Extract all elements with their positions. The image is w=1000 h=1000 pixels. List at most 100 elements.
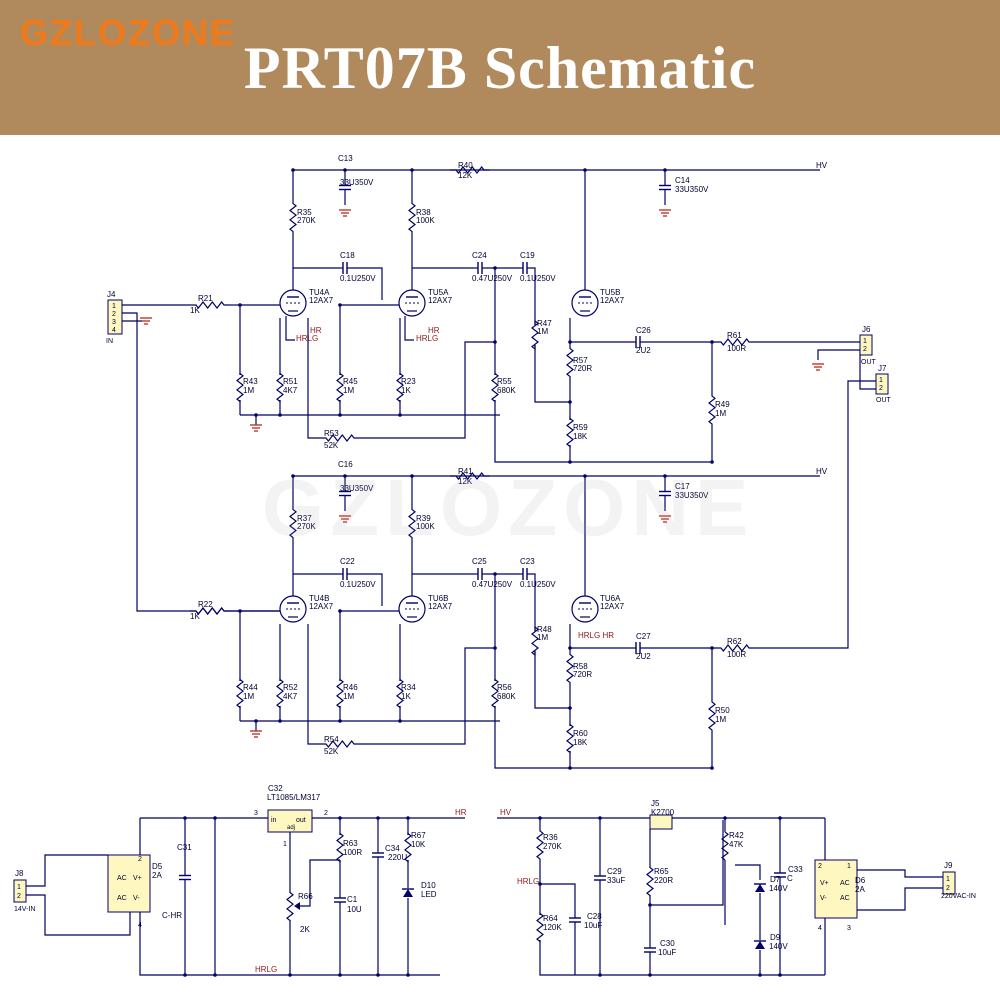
label: R60 bbox=[573, 729, 588, 738]
label: J4 bbox=[107, 290, 116, 299]
wire bbox=[859, 350, 876, 390]
junction-dot bbox=[778, 816, 782, 820]
wire bbox=[534, 345, 570, 403]
label: R35 bbox=[297, 208, 312, 217]
label: 0.1U250V bbox=[520, 274, 556, 283]
junction-dot bbox=[238, 609, 242, 613]
label: AC bbox=[117, 895, 127, 902]
label: 10U bbox=[347, 905, 362, 914]
label: C23 bbox=[520, 557, 535, 566]
label: R22 bbox=[198, 600, 213, 609]
resistor-symbol bbox=[336, 678, 344, 709]
label: HR bbox=[310, 326, 322, 335]
label: HRLG bbox=[517, 877, 539, 886]
resistor-symbol bbox=[408, 506, 416, 541]
resistor-symbol bbox=[289, 506, 297, 541]
junction-dot bbox=[410, 168, 414, 172]
label: 1 bbox=[283, 841, 287, 848]
junction-dot bbox=[376, 973, 380, 977]
wire bbox=[735, 864, 761, 880]
label: D10 bbox=[421, 881, 436, 890]
label: C24 bbox=[472, 251, 487, 260]
label: R50 bbox=[715, 706, 730, 715]
resistor-symbol bbox=[450, 166, 490, 174]
label: 2 bbox=[863, 346, 867, 353]
junction-dot bbox=[538, 882, 542, 886]
label: 4K7 bbox=[283, 386, 298, 395]
label: J8 bbox=[15, 869, 24, 878]
resistor-symbol bbox=[408, 200, 416, 235]
label: 1 bbox=[17, 884, 21, 891]
label: C17 bbox=[675, 482, 690, 491]
resistor-symbol bbox=[566, 651, 574, 686]
junction-dot bbox=[568, 400, 572, 404]
junction-dot bbox=[493, 572, 497, 576]
junction-dot bbox=[343, 474, 347, 478]
junction-dot bbox=[398, 413, 402, 417]
label: 220U bbox=[388, 853, 407, 862]
junction-dot bbox=[778, 973, 782, 977]
resistor-symbol bbox=[236, 372, 244, 403]
label: IN bbox=[106, 338, 113, 345]
label: TU4B bbox=[309, 594, 329, 603]
label: C31 bbox=[177, 843, 192, 852]
label: 140V bbox=[769, 884, 788, 893]
resistor-symbol bbox=[721, 831, 729, 861]
tube-b bbox=[398, 595, 426, 623]
junction-dot bbox=[278, 719, 282, 723]
junction-dot bbox=[338, 303, 342, 307]
label: 12AX7 bbox=[309, 602, 334, 611]
label: R67 bbox=[411, 831, 426, 840]
label: 12AX7 bbox=[428, 296, 453, 305]
junction-dot bbox=[291, 168, 295, 172]
label: 220VAC-IN bbox=[941, 893, 976, 900]
label: adj bbox=[287, 825, 295, 831]
label: R45 bbox=[343, 377, 358, 386]
resistor-symbol bbox=[336, 832, 344, 863]
junction-dot bbox=[493, 266, 497, 270]
label: D5 bbox=[152, 862, 163, 871]
label: 1M bbox=[715, 715, 726, 724]
junction-dot bbox=[648, 903, 652, 907]
label: LED bbox=[421, 890, 437, 899]
label: 0.1U250V bbox=[340, 274, 376, 283]
label: R49 bbox=[715, 400, 730, 409]
resistor-symbol bbox=[708, 701, 716, 731]
resistor-symbol bbox=[720, 644, 750, 652]
resistor-symbol bbox=[190, 607, 230, 615]
label: AC bbox=[840, 895, 850, 902]
wire bbox=[404, 316, 414, 341]
label: C30 bbox=[660, 939, 675, 948]
junction-dot bbox=[183, 816, 187, 820]
junction-dot bbox=[663, 168, 667, 172]
label: 10K bbox=[411, 840, 426, 849]
label: R52 bbox=[283, 683, 298, 692]
label: 1 bbox=[847, 863, 851, 870]
label: R34 bbox=[401, 683, 416, 692]
label: 12AX7 bbox=[428, 602, 453, 611]
label: 52K bbox=[324, 747, 339, 756]
label: R65 bbox=[654, 867, 669, 876]
label: R55 bbox=[497, 377, 512, 386]
resistor-symbol bbox=[566, 723, 574, 754]
wire bbox=[350, 267, 383, 300]
label: in bbox=[271, 817, 277, 824]
wire bbox=[300, 859, 340, 907]
label: 14V-IN bbox=[14, 906, 35, 913]
label: C-HR bbox=[162, 911, 182, 920]
resistor-symbol bbox=[236, 678, 244, 709]
junction-dot bbox=[238, 303, 242, 307]
labels: C1333U350VR4012KHVC1433U350VR35270KR3810… bbox=[14, 154, 976, 974]
resistor-symbol bbox=[320, 434, 360, 442]
label: AC bbox=[840, 880, 850, 887]
label: 1K bbox=[190, 306, 200, 315]
output-connector-j6 bbox=[859, 334, 873, 356]
label: 33U350V bbox=[675, 491, 709, 500]
junction-dot bbox=[343, 168, 347, 172]
label: R41 bbox=[458, 467, 473, 476]
label: D9 bbox=[770, 933, 781, 942]
regulator-c32 bbox=[267, 809, 313, 833]
label: V+ bbox=[133, 875, 142, 882]
label: 100R bbox=[727, 650, 746, 659]
label: 10uF bbox=[658, 948, 676, 957]
